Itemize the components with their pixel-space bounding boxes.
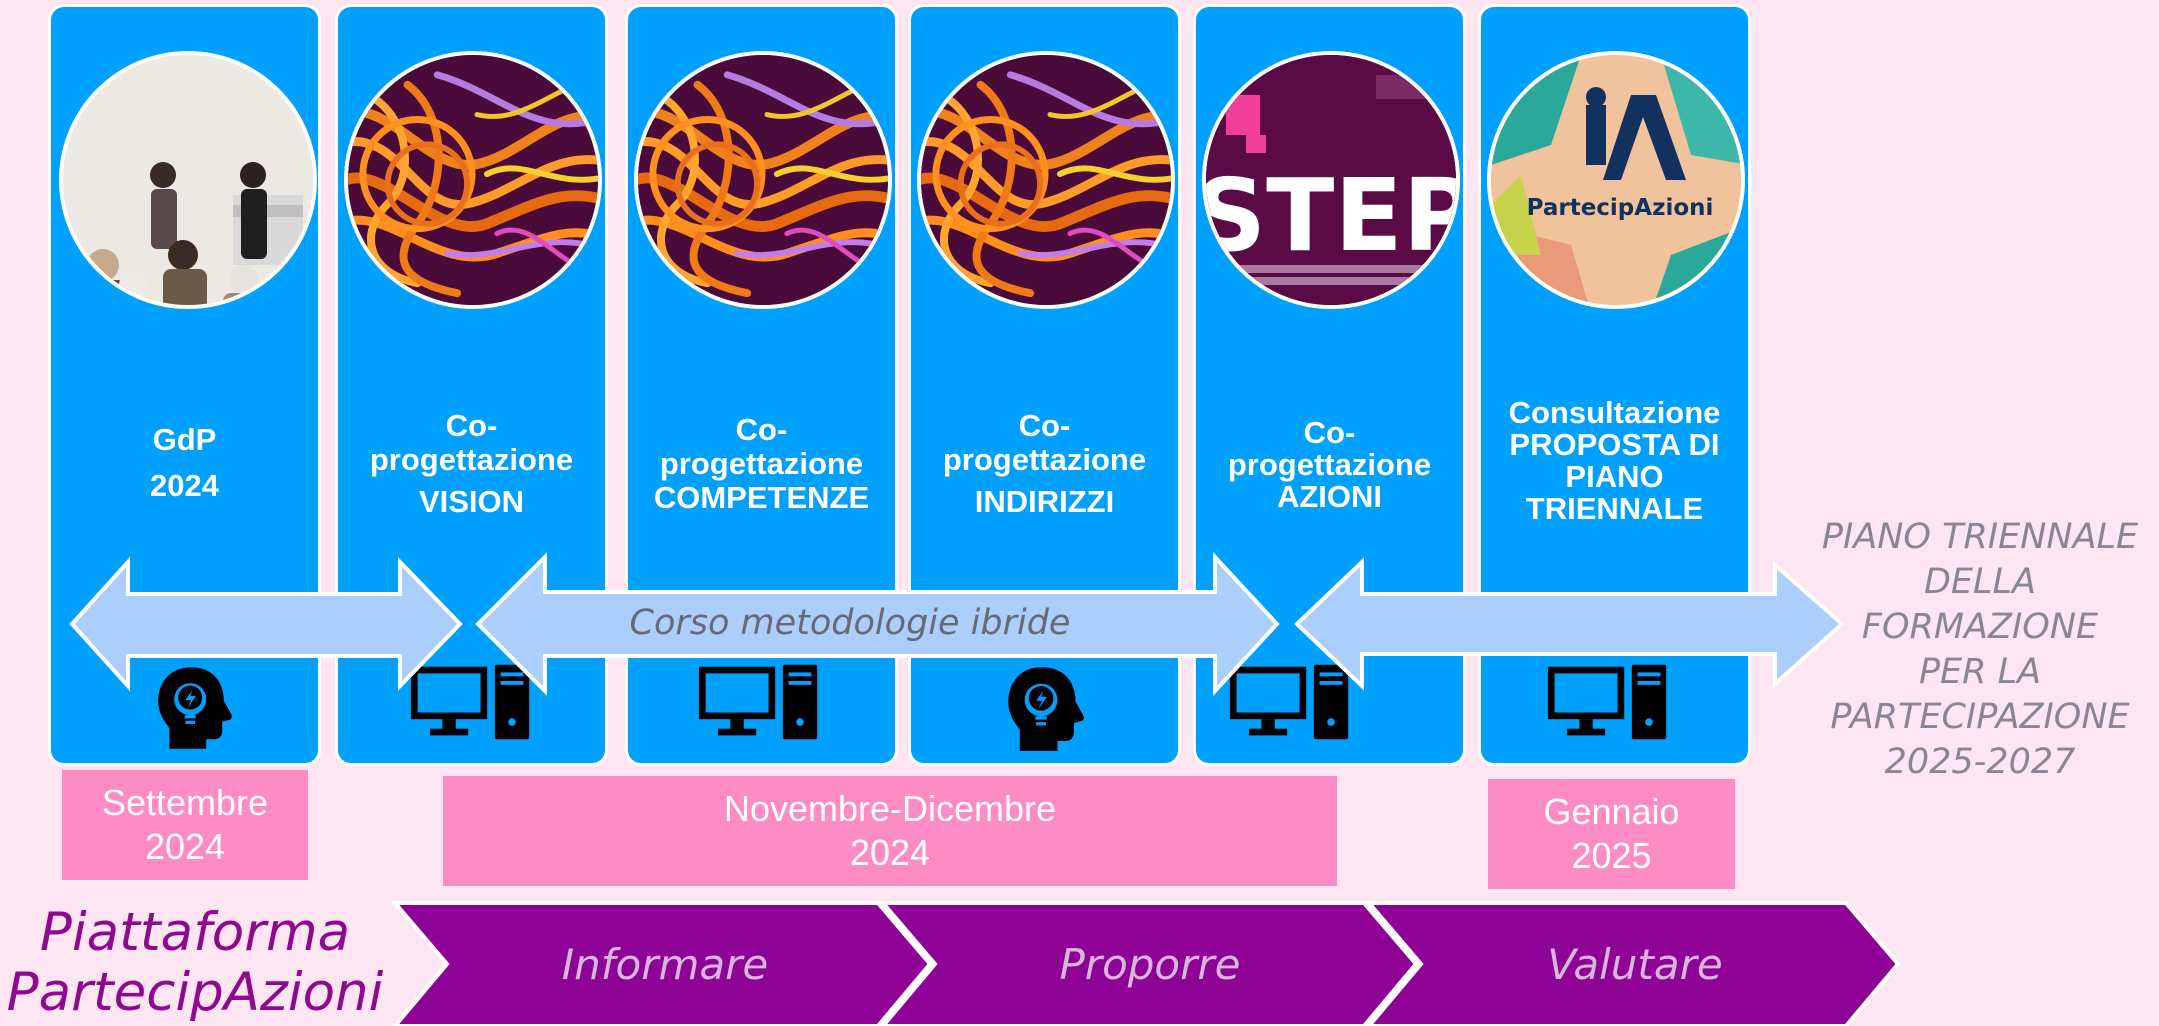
threads-graphic — [634, 51, 892, 309]
computer-icon — [409, 662, 533, 742]
step-logo-text: STEP — [1206, 157, 1460, 274]
idea-head-icon — [1005, 662, 1087, 756]
chevron-label-informare: Informare — [561, 940, 769, 989]
date-gennaio: Gennaio 2025 — [1488, 779, 1735, 889]
column-consultazione: PartecipAzioni Consultazione PROPOSTA DI… — [1478, 4, 1751, 766]
chevron-label-valutare: Valutare — [1547, 940, 1723, 989]
threads-graphic — [344, 51, 602, 309]
column-azioni: STEP Co- progettazione AZIONI — [1193, 4, 1466, 766]
computer-icon — [1228, 662, 1352, 742]
column-title-vision: Co- progettazione VISION — [369, 408, 574, 519]
piattaforma-label: Piattaforma PartecipAzioni — [6, 902, 384, 1023]
column-gdp: GdP 2024 — [48, 4, 321, 766]
partecipazioni-logo-text: PartecipAzioni — [1527, 195, 1714, 221]
chevron-label-proporre: Proporre — [1059, 940, 1241, 989]
column-title-indirizzi: Co- progettazione INDIRIZZI — [942, 408, 1147, 519]
presentation-photo — [59, 51, 317, 309]
computer-icon — [697, 662, 821, 742]
column-competenze: Co- progettazione COMPETENZE — [625, 4, 898, 766]
column-title-consultazione: Consultazione PROPOSTA DI PIANO TRIENNAL… — [1508, 395, 1721, 526]
column-title-gdp: GdP 2024 — [150, 422, 219, 503]
column-title-azioni: Co- progettazione AZIONI — [1227, 415, 1432, 514]
step-logo: STEP — [1202, 51, 1460, 309]
column-title-competenze: Co- progettazione COMPETENZE — [653, 412, 870, 515]
idea-head-icon — [155, 662, 235, 754]
column-indirizzi: Co- progettazione INDIRIZZI — [908, 4, 1181, 766]
corso-label: Corso metodologie ibride — [629, 603, 1071, 643]
computer-icon — [1546, 662, 1670, 742]
threads-graphic — [917, 51, 1175, 309]
date-settembre: Settembre 2024 — [62, 770, 308, 880]
date-novembre-dicembre: Novembre-Dicembre 2024 — [443, 776, 1337, 886]
piano-triennale-text: PIANO TRIENNALE DELLA FORMAZIONE PER LA … — [1821, 517, 2139, 782]
column-vision: Co- progettazione VISION — [335, 4, 608, 766]
partecipazioni-logo: PartecipAzioni — [1487, 51, 1745, 309]
